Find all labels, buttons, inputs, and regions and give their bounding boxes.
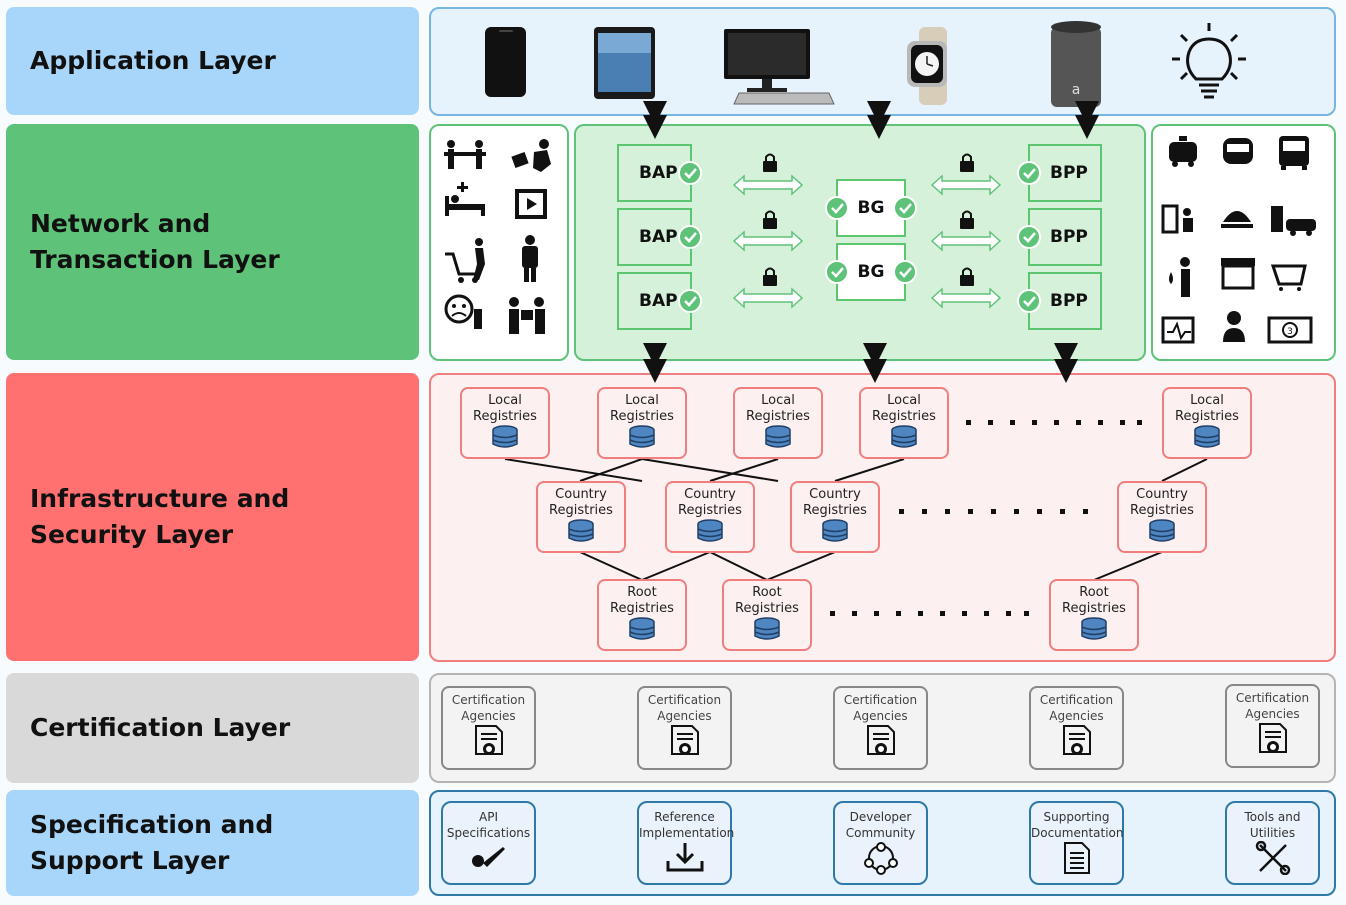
bap-node-2[interactable]: BAP bbox=[617, 208, 692, 266]
certificate-icon bbox=[1062, 725, 1091, 755]
database-icon bbox=[697, 519, 723, 542]
smartphone-icon bbox=[485, 27, 526, 97]
database-icon bbox=[492, 425, 518, 448]
certification-layer-title: Certification Layer bbox=[30, 713, 291, 742]
devices-row: a bbox=[485, 21, 1246, 107]
application-layer-label: Application Layer bbox=[6, 7, 419, 115]
bus-icon bbox=[1279, 136, 1309, 170]
train-icon bbox=[1223, 138, 1253, 164]
light-bulb-icon bbox=[1172, 23, 1246, 99]
bap-node-1[interactable]: BAP bbox=[617, 144, 692, 202]
certification-layer-label: Certification Layer bbox=[6, 673, 419, 783]
smart-speaker-icon: a bbox=[1051, 21, 1101, 107]
tools-icon bbox=[1255, 840, 1290, 876]
grocery-cart-icon bbox=[1270, 264, 1307, 291]
fuel-station-icon bbox=[1271, 206, 1316, 236]
taxi-icon bbox=[1169, 136, 1197, 167]
database-icon bbox=[1149, 519, 1175, 542]
certificate-icon bbox=[866, 725, 895, 755]
bpp-node-3[interactable]: BPP bbox=[1028, 272, 1102, 330]
consumer-icons bbox=[444, 139, 551, 334]
delivery-runner-icon bbox=[511, 139, 551, 172]
bpp-node-1[interactable]: BPP bbox=[1028, 144, 1102, 202]
food-service-icon bbox=[1221, 211, 1253, 228]
hospital-bed-icon bbox=[445, 182, 485, 216]
certificate-icon bbox=[1258, 723, 1287, 753]
bap-node-3[interactable]: BAP bbox=[617, 272, 692, 330]
document-icon bbox=[1063, 842, 1090, 874]
complaint-icon bbox=[444, 294, 482, 329]
network-layer-label: Network and Transaction Layer bbox=[6, 124, 419, 360]
infrastructure-layer-title: Infrastructure and Security Layer bbox=[30, 484, 290, 549]
certificate-icon bbox=[474, 725, 503, 755]
health-monitor-icon bbox=[1161, 316, 1195, 344]
database-icon bbox=[765, 425, 791, 448]
network-layer-title: Network and Transaction Layer bbox=[30, 209, 280, 274]
database-icon bbox=[822, 519, 848, 542]
svg-text:a: a bbox=[1072, 82, 1081, 98]
store-icon bbox=[1221, 258, 1255, 290]
database-icon bbox=[568, 519, 594, 542]
bg-node-1[interactable]: BG bbox=[836, 179, 906, 237]
database-icon bbox=[1081, 617, 1107, 640]
api-pen-icon bbox=[471, 847, 505, 867]
smartwatch-icon bbox=[907, 27, 947, 105]
svg-text:3: 3 bbox=[1287, 327, 1293, 337]
application-layer-title: Application Layer bbox=[30, 46, 276, 75]
bpp-node-2[interactable]: BPP bbox=[1028, 208, 1102, 266]
specification-layer-title: Specification and Support Layer bbox=[30, 810, 274, 875]
shopping-cart-icon bbox=[445, 238, 485, 283]
bg-node-2[interactable]: BG bbox=[836, 243, 906, 301]
door-service-icon bbox=[1161, 204, 1193, 234]
specification-layer-label: Specification and Support Layer bbox=[6, 790, 419, 896]
doctor-icon bbox=[1223, 311, 1245, 342]
cinema-icon bbox=[515, 189, 547, 219]
database-icon bbox=[754, 617, 780, 640]
database-icon bbox=[891, 425, 917, 448]
application-panel bbox=[429, 7, 1336, 116]
gift-exchange-icon bbox=[509, 297, 545, 334]
certificate-icon bbox=[670, 725, 699, 755]
database-icon bbox=[629, 617, 655, 640]
desktop-computer-icon bbox=[724, 29, 835, 105]
ticket-icon: 3 bbox=[1267, 316, 1313, 344]
database-icon bbox=[1194, 425, 1220, 448]
community-icon bbox=[863, 842, 898, 875]
plumber-icon bbox=[1169, 257, 1190, 297]
tablet-icon bbox=[594, 27, 655, 99]
download-icon bbox=[666, 843, 703, 872]
database-icon bbox=[629, 425, 655, 448]
infrastructure-layer-label: Infrastructure and Security Layer bbox=[6, 373, 419, 661]
courier-icon bbox=[522, 235, 538, 282]
provider-icons: 3 bbox=[1161, 136, 1316, 344]
dining-icon bbox=[444, 140, 486, 169]
